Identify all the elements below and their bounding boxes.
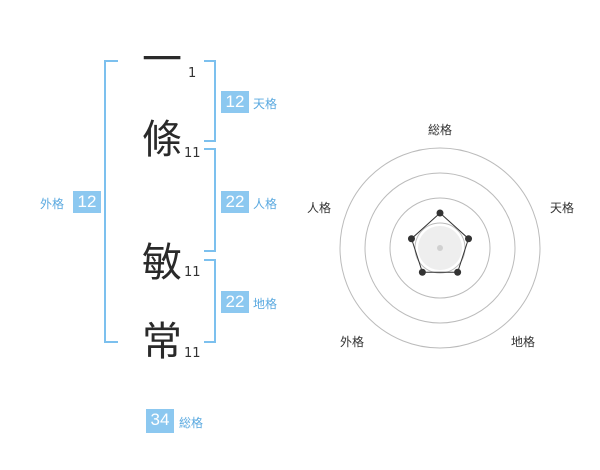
chikaku-bracket xyxy=(204,259,216,343)
stroke-count: 1 xyxy=(188,66,197,81)
gaikaku-bracket xyxy=(104,60,118,343)
name-char: 一 xyxy=(142,37,182,83)
radar-label-jinkaku: 人格 xyxy=(307,201,332,215)
radar-point xyxy=(436,209,444,217)
stroke-count: 11 xyxy=(184,346,201,361)
tenkaku-label: 天格 xyxy=(253,97,278,111)
tenkaku-bracket xyxy=(204,60,216,142)
radar-ring xyxy=(364,172,516,324)
radar-center-dot xyxy=(437,245,443,251)
name-char: 條 xyxy=(142,117,182,163)
tenkaku-value: 12 xyxy=(221,91,249,113)
radar-ring xyxy=(339,147,541,349)
name-char: 敏 xyxy=(142,240,182,286)
radar-label-chikaku: 地格 xyxy=(511,335,536,349)
radar-label-tenkaku: 天格 xyxy=(550,201,575,215)
radar-point xyxy=(454,268,462,276)
soukaku-value: 34 xyxy=(146,409,174,433)
radar-label-gaikaku: 外格 xyxy=(340,335,365,349)
soukaku-label: 総格 xyxy=(179,416,204,430)
radar-ring xyxy=(389,197,491,299)
radar-label-soukaku: 総格 xyxy=(428,123,453,137)
gaikaku-value: 12 xyxy=(73,191,101,213)
radar-point xyxy=(418,268,426,276)
name-char: 常 xyxy=(142,319,182,365)
stroke-count: 11 xyxy=(184,265,201,280)
stroke-count: 11 xyxy=(184,146,201,161)
chikaku-label: 地格 xyxy=(253,297,278,311)
jinkaku-label: 人格 xyxy=(253,197,278,211)
radar-point xyxy=(407,235,415,243)
radar-polygon xyxy=(410,212,470,273)
gaikaku-label: 外格 xyxy=(40,197,65,211)
radar-point xyxy=(465,235,473,243)
chikaku-value: 22 xyxy=(221,291,249,313)
jinkaku-bracket xyxy=(204,148,216,252)
jinkaku-value: 22 xyxy=(221,191,249,213)
